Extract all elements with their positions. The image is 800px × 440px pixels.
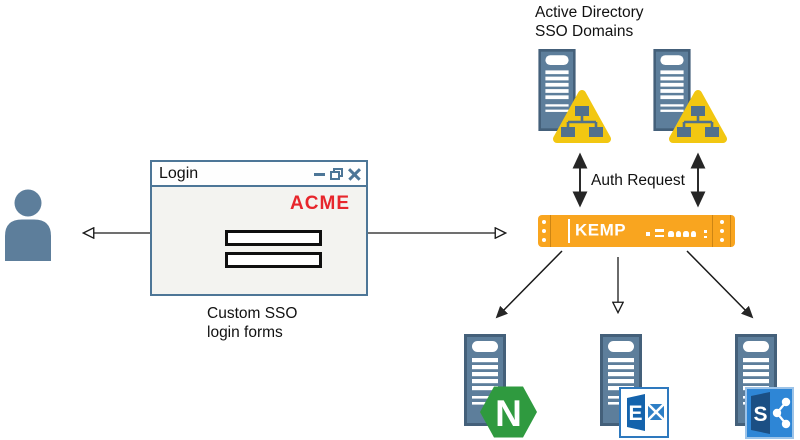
kemp-led-bar-icon — [655, 234, 664, 237]
ad-domains-label-line1: Active Directory — [535, 4, 644, 21]
exchange-logo: E — [619, 387, 669, 438]
arrow-kemp-to-sharepoint — [686, 250, 754, 319]
login-username-field[interactable] — [225, 230, 322, 246]
window-controls — [314, 167, 361, 180]
ad-domains-label-line2: SSO Domains — [535, 23, 634, 40]
sharepoint-letter: S — [753, 403, 767, 426]
kemp-divider — [568, 219, 570, 243]
custom-sso-label-line2: login forms — [207, 324, 283, 341]
kemp-led-dot-icon — [704, 230, 707, 233]
nginx-letter: N — [495, 393, 522, 434]
kemp-led-bar-icon — [655, 229, 664, 232]
close-icon[interactable] — [348, 167, 361, 180]
auth-request-label: Auth Request — [591, 172, 685, 189]
kemp-brand-text: KEMP — [575, 220, 627, 240]
custom-sso-label: Custom SSO login forms — [207, 304, 297, 342]
ad-domain-triangle-icon-1 — [552, 89, 612, 146]
kemp-rack-ear-right — [712, 215, 731, 247]
ad-domains-label: Active Directory SSO Domains — [535, 3, 644, 41]
ad-domain-triangle-icon-2 — [668, 89, 728, 146]
acme-brand-text: ACME — [290, 193, 350, 214]
login-window: Login ACME — [150, 160, 368, 296]
login-window-titlebar: Login — [152, 162, 366, 187]
user-icon — [5, 189, 51, 261]
kemp-rack-ear-left — [538, 215, 551, 247]
kemp-ports-icon — [668, 231, 696, 237]
custom-sso-label-line1: Custom SSO — [207, 305, 298, 322]
login-password-field[interactable] — [225, 252, 322, 268]
kemp-appliance-icon: KEMP — [538, 215, 735, 247]
exchange-letter: E — [628, 402, 642, 425]
kemp-led-icon — [646, 232, 650, 236]
arrow-kemp-to-nginx — [495, 250, 563, 319]
sharepoint-logo: S — [745, 387, 794, 439]
kemp-led-dot-icon — [704, 235, 707, 238]
nginx-logo: N — [480, 386, 537, 438]
minimize-icon[interactable] — [314, 173, 325, 176]
login-window-title: Login — [159, 164, 199, 182]
restore-icon[interactable] — [330, 167, 343, 180]
